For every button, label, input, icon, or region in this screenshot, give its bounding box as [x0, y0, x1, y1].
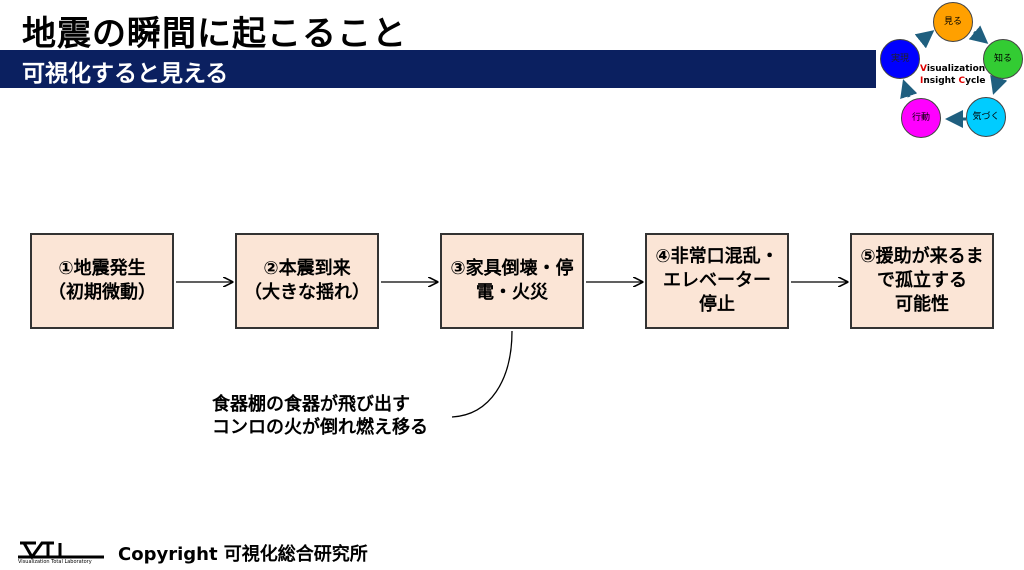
flow-step-text: （大きな揺れ） [244, 282, 370, 303]
flow-step-4: ④非常口混乱・ エレベーター 停止 [645, 233, 789, 329]
flow-step-2: ②本震到来 （大きな揺れ） [235, 233, 379, 329]
flow-step-text: ③家具倒壊・停 [450, 258, 574, 279]
flow-step-5: ⑤援助が来るま で孤立する 可能性 [850, 233, 994, 329]
cycle-node-see: 見る [933, 2, 973, 42]
callout-line: 食器棚の食器が飛び出す [212, 394, 410, 415]
flow-step-text: エレベーター [663, 270, 771, 291]
vtl-logo-subtext: Visualization Total Laboratory [18, 559, 92, 565]
cycle-caption-accent: I [920, 76, 924, 86]
cycle-node-act: 行動 [901, 98, 941, 138]
flow-step-text: 停止 [699, 294, 735, 315]
insight-cycle-diagram: 見る 知る 気づく 行動 実現 Visualization Insight Cy… [874, 2, 1024, 142]
cycle-arrows [900, 25, 1008, 128]
copyright-text: Copyright 可視化総合研究所 [118, 544, 368, 565]
flow-step-1: ①地震発生 （初期微動） [30, 233, 174, 329]
flow-step-text: 可能性 [895, 294, 949, 315]
flow-step-3: ③家具倒壊・停 電・火災 [440, 233, 584, 329]
cycle-caption-text: ycle [965, 76, 986, 86]
cycle-caption: Visualization Insight Cycle [920, 63, 986, 87]
subtitle-bar: 可視化すると見える [0, 50, 876, 88]
flow-step-text: ④非常口混乱・ [655, 246, 779, 267]
flow-step-text: ①地震発生 [58, 258, 146, 279]
flow-step-text: ②本震到来 [263, 258, 351, 279]
vtl-logo: Visualization Total Laboratory [18, 540, 106, 568]
flow-step-text: 電・火災 [476, 282, 548, 303]
page-subtitle: 可視化すると見える [22, 61, 229, 87]
cycle-caption-text: nsight [923, 76, 959, 86]
flow-step-text: で孤立する [877, 270, 967, 291]
cycle-node-realize: 実現 [880, 39, 920, 79]
callout-line: コンロの火が倒れ燃え移る [212, 417, 428, 438]
callout-note: 食器棚の食器が飛び出す コンロの火が倒れ燃え移る [212, 393, 428, 439]
cycle-caption-accent: V [920, 64, 927, 74]
flow-step-text: （初期微動） [48, 282, 156, 303]
cycle-node-know: 知る [983, 39, 1023, 79]
page-title: 地震の瞬間に起こること [22, 14, 407, 54]
vtl-logo-mark [18, 541, 104, 560]
flow-step-text: ⑤援助が来るま [860, 246, 984, 267]
cycle-node-notice: 気づく [966, 97, 1006, 137]
cycle-caption-accent: C [958, 76, 966, 86]
callout-connector [451, 330, 513, 418]
cycle-caption-text: isualization [926, 64, 986, 74]
